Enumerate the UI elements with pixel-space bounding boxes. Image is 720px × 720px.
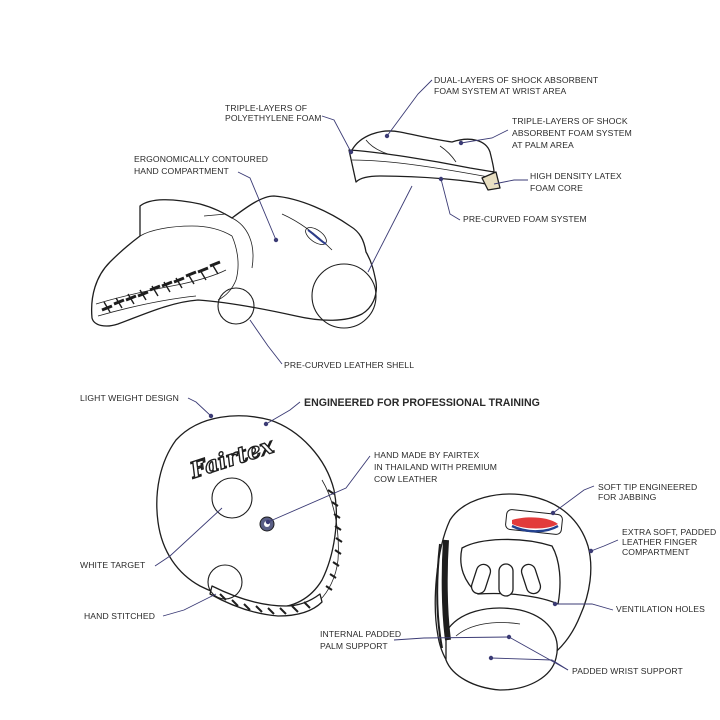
label-extra-soft: EXTRA SOFT, PADDED LEATHER FINGER COMPAR…: [622, 527, 719, 557]
label-wrist-support: PADDED WRIST SUPPORT: [572, 666, 684, 676]
mitt-side-view: [90, 195, 378, 329]
label-leather-shell: PRE-CURVED LEATHER SHELL: [284, 360, 414, 370]
mitt-front-view: Fairtex: [156, 413, 343, 617]
label-latex: HIGH DENSITY LATEX FOAM CORE: [530, 171, 624, 193]
label-precurved-foam: PRE-CURVED FOAM SYSTEM: [463, 214, 587, 224]
label-hand-made: HAND MADE BY FAIRTEX IN THAILAND WITH PR…: [374, 450, 500, 484]
label-triple-shock: TRIPLE-LAYERS OF SHOCK ABSORBENT FOAM SY…: [512, 116, 634, 150]
label-white-target: WHITE TARGET: [80, 560, 146, 570]
bottom-right-leader-lines: [393, 485, 619, 671]
mitt-inner-view: [434, 493, 594, 691]
foam-cross-section: [348, 130, 501, 191]
label-soft-tip: SOFT TIP ENGINEERED FOR JABBING: [598, 482, 700, 502]
label-triple-poly: TRIPLE-LAYERS OF POLYETHYLENE FOAM: [225, 103, 322, 123]
top-leader-lines: [237, 79, 528, 365]
label-dual-layers: DUAL-LAYERS OF SHOCK ABSORBENT FOAM SYST…: [434, 75, 601, 96]
bottom-left-leader-lines: [154, 397, 371, 617]
label-ventilation: VENTILATION HOLES: [616, 604, 705, 614]
label-hand-stitched: HAND STITCHED: [84, 611, 155, 621]
label-palm-support: INTERNAL PADDED PALM SUPPORT: [320, 629, 404, 651]
label-light-weight: LIGHT WEIGHT DESIGN: [80, 393, 179, 403]
label-engineered: ENGINEERED FOR PROFESSIONAL TRAINING: [304, 397, 540, 409]
label-ergonomic: ERGONOMICALLY CONTOURED HAND COMPARTMENT: [134, 154, 271, 176]
